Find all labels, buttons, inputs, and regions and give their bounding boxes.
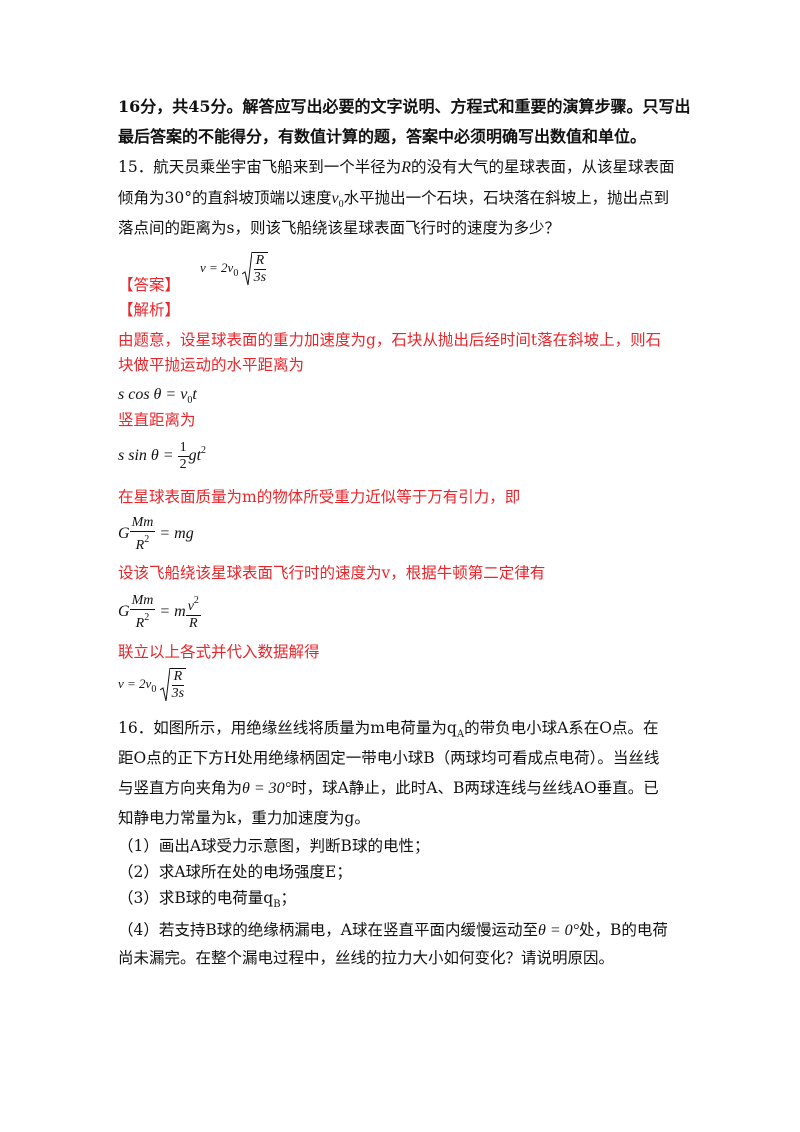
q16-sub-4-cont: 尚未漏完。在整个漏电过程中，丝线的拉力大小如何变化？请说明原因。	[118, 949, 615, 967]
eq4-den: R	[135, 616, 145, 631]
eq3-tail: = mg	[159, 525, 194, 543]
q15-text: 的没有大气的星球表面，从该星球表面	[411, 158, 675, 176]
q16-text: 的带负电小球A系在O点。在	[464, 719, 659, 737]
eq4-num2: v	[187, 599, 194, 614]
eq4-g: G	[118, 603, 130, 621]
eq2-den: 2	[179, 457, 187, 472]
q15-line-1: 15．航天员乘坐宇宙飞船来到一个半径为R的没有大气的星球表面，从该星球表面	[118, 157, 675, 178]
eq4-num: Mm	[129, 593, 156, 610]
q16-text: 16．如图所示，用绝缘丝线将质量为m电荷量为q	[118, 719, 457, 737]
q16-sub-3: （3）求B球的电荷量qB；	[118, 888, 296, 915]
q15-text: 倾角为30°的直斜坡顶端以速度	[118, 189, 332, 207]
q15-radius-symbol: R	[401, 159, 412, 176]
q15-v-sub: 0	[338, 199, 344, 210]
q16-sub-2: （2）求A球所在处的电场强度E；	[118, 863, 352, 881]
eq4-densup: 2	[144, 612, 150, 623]
q16-sub-4: （4）若支持B球的绝缘柄漏电，A球在竖直平面内缓慢运动至θ = 0°处，B的电荷	[118, 920, 668, 941]
analysis-para-4: 设该飞船绕该星球表面飞行时的速度为v，根据牛顿第二定律有	[118, 564, 546, 582]
q15-velocity-symbol: v0	[331, 190, 344, 210]
eq5-den: 3s	[171, 686, 185, 701]
q16-text: 与竖直方向夹角为	[118, 779, 243, 797]
sqrt-icon	[159, 668, 170, 702]
eq2-tail: gt	[188, 447, 202, 465]
answer-den: 3s	[253, 270, 267, 285]
q16-line-1: 16．如图所示，用绝缘丝线将质量为m电荷量为qA的带负电小球A系在O点。在	[118, 718, 659, 745]
q16-line-2: 距O点的正下方H处用绝缘柄固定一带电小球B（两球均可看成点电荷）。当丝线	[118, 749, 660, 767]
q16-theta-0: θ = 0°	[537, 922, 580, 939]
q16-theta-30: θ = 30°	[242, 780, 292, 797]
eq5-num: R	[171, 669, 185, 686]
q15-text: 15．航天员乘坐宇宙飞船来到一个半径为	[118, 158, 402, 176]
equation-1: s cos θ = v0t	[118, 385, 197, 411]
eq4-num2sup: 2	[193, 595, 199, 606]
eq2-lhs: s sin θ =	[118, 447, 178, 465]
q16-qa-sub: A	[456, 729, 465, 740]
answer-label: 【答案】	[118, 276, 181, 294]
analysis-para-5: 联立以上各式并代入数据解得	[118, 643, 320, 661]
answer-lhs: v = 2v	[200, 259, 234, 275]
analysis-para-1a: 由题意，设星球表面的重力加速度为g，石块从抛出后经时间t落在斜坡上，则石	[118, 331, 662, 349]
sqrt-icon	[241, 252, 252, 286]
eq3-densup: 2	[144, 534, 150, 545]
analysis-para-2: 竖直距离为	[118, 411, 196, 429]
intro-line-2: 最后答案的不能得分，有数值计算的题，答案中必须明确写出数值和单位。	[118, 127, 647, 146]
analysis-para-1b: 块做平抛运动的水平距离为	[118, 356, 305, 374]
q16-text: ；	[280, 889, 297, 907]
q16-text: 时，球A静止，此时A、B两球连线与丝线AO垂直。已	[291, 779, 659, 797]
eq2-num: 1	[177, 440, 189, 457]
q16-text: （3）求B球的电荷量q	[118, 889, 274, 907]
eq1-lhs: s cos θ = v	[118, 386, 188, 403]
eq3-den: R	[135, 538, 145, 553]
q16-line-4: 知静电力常量为k，重力加速度为g。	[118, 809, 370, 827]
answer-sub: 0	[233, 267, 239, 279]
q15-line-3: 落点间的距离为s，则该飞船绕该星球表面飞行时的速度为多少？	[118, 219, 560, 237]
q15-text: 水平抛出一个石块，石块落在斜坡上，抛出点到	[343, 189, 670, 207]
analysis-label: 【解析】	[118, 301, 181, 319]
eq5-lhs: v = 2v	[118, 675, 152, 691]
q16-qb-sub: B	[273, 899, 281, 910]
q15-v: v	[331, 190, 339, 207]
q16-sub-1: （1）画出A球受力示意图，判断B球的电性；	[118, 837, 430, 855]
q16-line-3: 与竖直方向夹角为θ = 30°时，球A静止，此时A、B两球连线与丝线AO垂直。已	[118, 778, 659, 799]
analysis-para-3: 在星球表面质量为m的物体所受重力近似等于万有引力，即	[118, 488, 521, 506]
q16-text: （4）若支持B球的绝缘柄漏电，A球在竖直平面内缓慢运动至	[118, 921, 538, 939]
eq1-sub: 0	[187, 395, 193, 406]
eq1-tail: t	[192, 386, 197, 403]
q15-line-2: 倾角为30°的直斜坡顶端以速度v0水平抛出一个石块，石块落在斜坡上，抛出点到	[118, 188, 669, 215]
eq4-den2: R	[189, 616, 198, 631]
q16-text: 处，B的电荷	[579, 921, 668, 939]
answer-num: R	[253, 253, 267, 270]
eq3-num: Mm	[129, 515, 156, 532]
eq3-g: G	[118, 525, 130, 543]
eq4-mid: = m	[159, 603, 186, 621]
eq2-sup: 2	[201, 445, 207, 457]
intro-line-1: 16分，共45分。解答应写出必要的文字说明、方程式和重要的演算步骤。只写出	[118, 97, 691, 116]
eq5-sub: 0	[151, 683, 157, 695]
